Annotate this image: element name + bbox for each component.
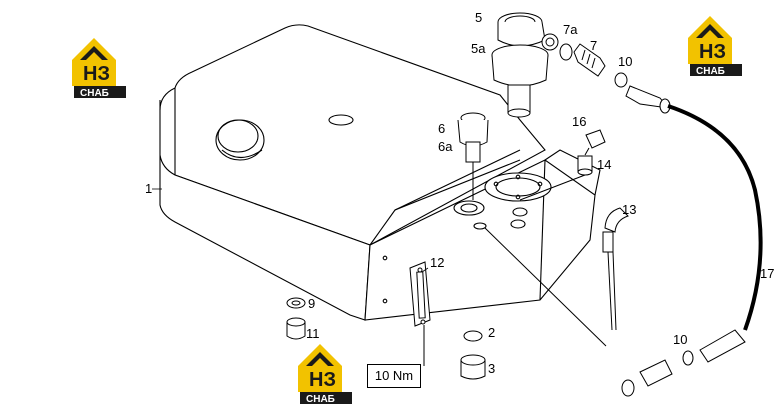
callout-10-top: 10 [618,54,632,69]
callout-2: 2 [488,325,495,340]
label-leaders [152,188,429,273]
torque-note: 10 Nm [367,364,421,388]
callout-10-bottom: 10 [673,332,687,347]
callout-13: 13 [622,202,636,217]
filler-cap [215,119,265,161]
callout-17: 17 [760,266,774,281]
callout-16: 16 [572,114,586,129]
part-6-sender [457,112,489,200]
svg-text:СНАБ: СНАБ [80,88,109,99]
callout-1: 1 [145,181,152,196]
part-16-14 [519,129,606,201]
callout-7a: 7a [563,22,578,37]
callout-12: 12 [430,255,444,270]
svg-text:СНАБ: СНАБ [306,394,335,405]
part-13-pipe [602,207,629,331]
callout-3: 3 [488,361,495,376]
callout-14: 14 [597,157,611,172]
svg-text:СНАБ: СНАБ [696,66,725,77]
fuel-hose [667,104,763,331]
part-9-11 [286,297,306,340]
svg-text:НЗ: НЗ [309,369,336,391]
hose-fittings-bottom [621,329,746,397]
level-gauge [409,261,431,366]
callout-5: 5 [475,10,482,25]
callout-7: 7 [590,38,597,53]
brand-logo-bottom: НЗ СНАБ [298,344,352,405]
callout-11: 11 [306,326,320,341]
callout-labels: 1 2 3 5 5a 6 6a 7 7a 9 10 10 11 12 13 14… [145,10,774,376]
part-2-3 [460,330,486,380]
callout-9: 9 [308,296,315,311]
callout-5a: 5a [471,41,486,56]
brand-logo-top-left: НЗ СНАБ [72,38,126,99]
part-5-assembly [491,12,559,118]
brand-logo-top-right: НЗ СНАБ [688,16,742,77]
hose-fittings-top [559,43,671,114]
callout-6: 6 [438,121,445,136]
leader-line [484,227,607,347]
svg-text:НЗ: НЗ [699,41,726,63]
callout-6a: 6a [438,139,453,154]
svg-text:НЗ: НЗ [83,63,110,85]
